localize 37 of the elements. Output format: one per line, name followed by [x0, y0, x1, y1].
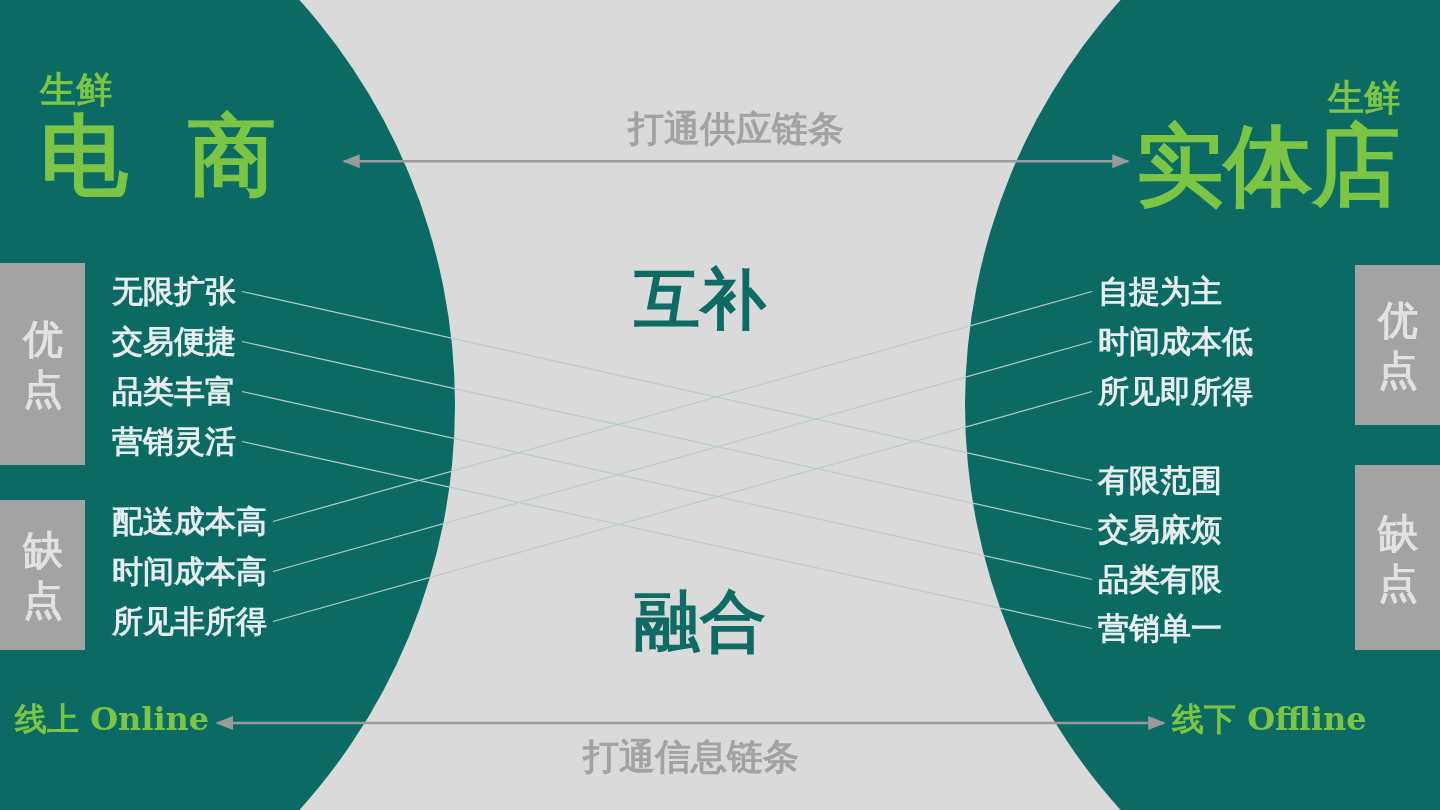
connector-line [241, 340, 1093, 531]
channel-label: 线上 Online [15, 698, 210, 742]
center-text: 互补 [634, 260, 766, 340]
connector-line [241, 440, 1093, 630]
category-box: 优点 [0, 263, 85, 465]
disadvantage-text: 时间成本高 [112, 556, 267, 587]
disadvantage-text: 所见非所得 [112, 606, 267, 637]
advantage-text: 品类丰富 [112, 376, 236, 407]
advantage-text: 时间成本低 [1098, 326, 1253, 357]
heading: 电商 [40, 108, 336, 205]
channel-label: 线下 Offline [1172, 698, 1367, 742]
disadvantage-text: 营销单一 [1098, 613, 1222, 644]
connector-line [272, 290, 1093, 523]
advantage-text: 自提为主 [1098, 276, 1222, 307]
connector-line [272, 340, 1093, 573]
disadvantage-text: 品类有限 [1098, 564, 1222, 595]
subheading: 生鲜 [40, 72, 112, 108]
advantage-text: 无限扩张 [112, 276, 236, 307]
edge-label: 打通信息链条 [582, 734, 799, 779]
category-box: 缺点 [0, 500, 85, 650]
advantage-text: 营销灵活 [112, 426, 236, 457]
advantage-text: 交易便捷 [112, 326, 236, 357]
disadvantage-text: 交易麻烦 [1098, 514, 1222, 545]
arrow [215, 716, 1166, 730]
category-box: 优点 [1355, 265, 1440, 425]
arrow [342, 154, 1130, 169]
edge-label: 打通供应链条 [628, 106, 844, 151]
connector-line [241, 290, 1093, 482]
subheading: 生鲜 [1328, 80, 1400, 116]
connector-line [272, 390, 1093, 623]
heading: 实体店 [1136, 118, 1400, 215]
disadvantage-text: 有限范围 [1098, 465, 1222, 496]
center-text: 融合 [634, 582, 766, 662]
advantage-text: 所见即所得 [1098, 376, 1253, 407]
category-box: 缺点 [1355, 465, 1440, 650]
disadvantage-text: 配送成本高 [112, 506, 267, 537]
connector-line [241, 390, 1093, 581]
